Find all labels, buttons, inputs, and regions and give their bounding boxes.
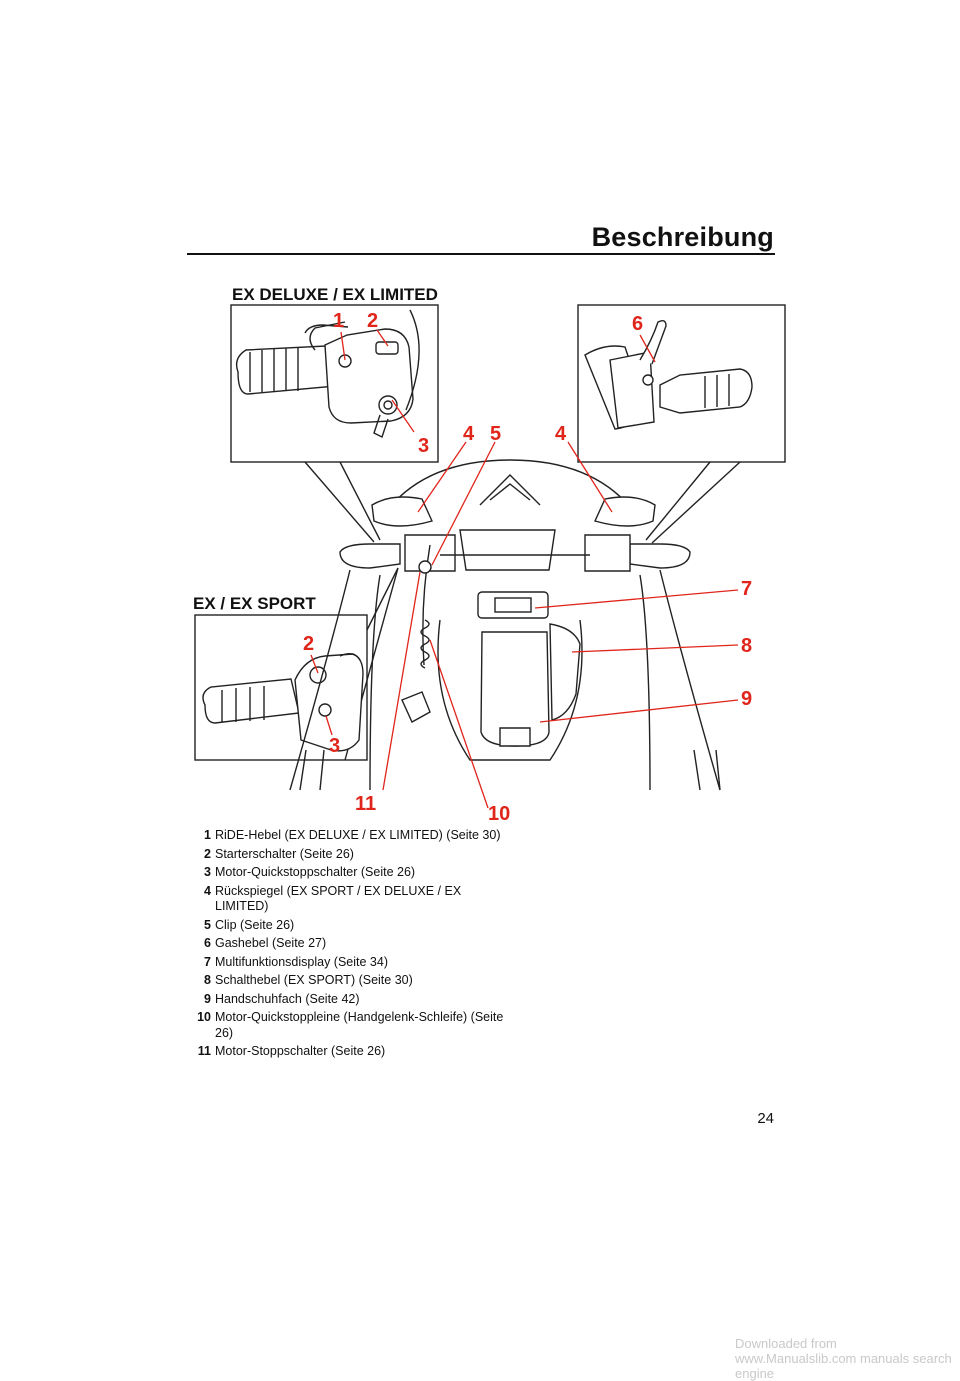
legend-text: RiDE-Hebel (EX DELUXE / EX LIMITED) (Sei… [215,828,501,842]
legend-text: Rückspiegel (EX SPORT / EX DELUXE / EX L… [215,883,462,914]
legend-number: 11 [197,1044,211,1058]
main-watercraft-drawing [289,459,721,791]
legend-item: 10 Motor-Quickstoppleine (Handgelenk-Schl… [184,1010,504,1041]
variant-heading-deluxe: EX DELUXE / EX LIMITED [232,285,438,304]
legend-number: 4 [204,883,211,898]
legend-number: 6 [204,936,211,950]
legend-number: 3 [204,865,211,879]
legend-item: 2 Starterschalter (Seite 26) [184,847,504,863]
legend-item: 5 Clip (Seite 26) [184,918,504,934]
page-number: 24 [757,1110,774,1127]
legend-item: 3 Motor-Quickstoppschalter (Seite 26) [184,865,504,881]
legend-number: 1 [204,828,211,842]
legend-item: 4 Rückspiegel (EX SPORT / EX DELUXE / EX … [184,884,504,915]
title-divider [187,253,775,255]
legend-item: 6 Gashebel (Seite 27) [184,936,504,952]
legend-number: 9 [204,991,211,1006]
callout-8: 8 [741,635,752,657]
sport-grip-drawing [202,653,364,752]
legend-text: Clip (Seite 26) [215,917,295,932]
legend-number: 8 [204,973,211,987]
callout-11: 11 [355,793,376,815]
zoom-line [366,567,399,631]
legend-number: 5 [204,917,211,932]
callout-sport-3: 3 [329,735,340,757]
callout-3: 3 [418,435,429,457]
callout-6: 6 [632,313,643,335]
left-grip-drawing [235,309,420,438]
legend-text: Motor-Quickstoppschalter (Seite 26) [215,865,416,879]
zoom-line [651,461,741,544]
callout-2: 2 [367,310,378,332]
legend-number: 2 [204,846,211,861]
detail-box-sport-grip [194,614,368,761]
legend-text: Motor-Stoppschalter (Seite 26) [215,1044,386,1058]
legend-number: 10 [197,1010,211,1024]
callout-9: 9 [741,688,752,710]
callout-10: 10 [488,803,510,825]
legend-item: 11 Motor-Stoppschalter (Seite 26) [184,1044,504,1060]
page-title: Beschreibung [591,222,774,252]
callout-5: 5 [490,423,501,445]
legend-text: Starterschalter (Seite 26) [215,846,354,861]
zoom-line [339,461,381,541]
variant-heading-sport: EX / EX SPORT [193,594,316,613]
parts-legend: 1 RiDE-Hebel (EX DELUXE / EX LIMITED) (Se… [184,828,504,1063]
legend-number: 7 [204,954,211,969]
callout-7: 7 [741,578,752,600]
site-footer: Downloaded from www.Manualslib.com manua… [735,1336,952,1381]
legend-text: Multifunktionsdisplay (Seite 34) [215,954,388,969]
legend-item: 8 Schalthebel (EX SPORT) (Seite 30) [184,973,504,989]
detail-box-right-grip [577,304,786,463]
callout-1: 1 [333,310,344,332]
detail-box-left-grip [230,304,439,463]
legend-item: 1 RiDE-Hebel (EX DELUXE / EX LIMITED) (Se… [184,828,504,844]
callout-sport-2: 2 [303,633,314,655]
right-grip-drawing [584,319,753,430]
legend-text: Handschuhfach (Seite 42) [215,991,360,1006]
zoom-line [645,461,711,541]
callout-4-right: 4 [555,423,567,445]
leader-lines [310,329,739,809]
callout-4-left: 4 [463,423,475,445]
legend-text: Schalthebel (EX SPORT) (Seite 30) [215,973,413,987]
legend-text: Gashebel (Seite 27) [215,936,327,950]
legend-text: Motor-Quickstoppleine (Handgelenk-Schlei… [215,1010,504,1040]
legend-item: 9 Handschuhfach (Seite 42) [184,992,504,1008]
legend-item: 7 Multifunktionsdisplay (Seite 34) [184,955,504,971]
zoom-line [304,461,375,543]
